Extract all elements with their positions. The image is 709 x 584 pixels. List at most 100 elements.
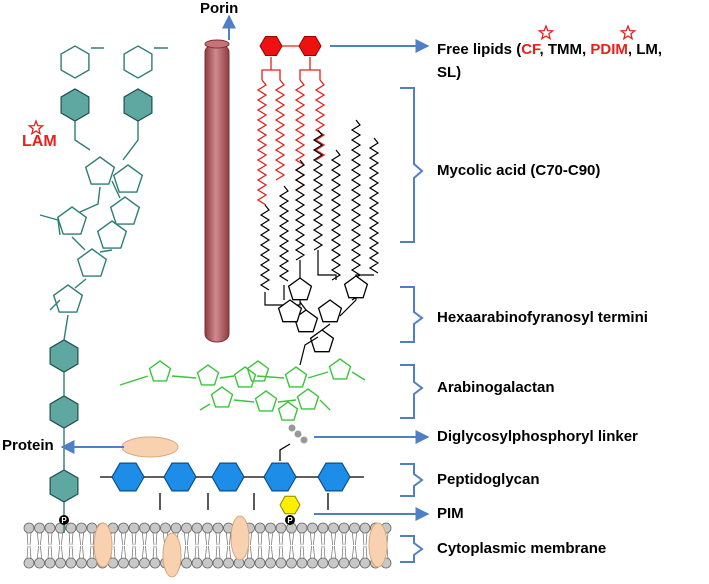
lipid-head-top bbox=[23, 522, 35, 534]
lipid-tail bbox=[205, 532, 210, 559]
free-lipid-tail bbox=[314, 79, 326, 161]
mycolic-tail bbox=[368, 137, 380, 274]
phosphate-label: P bbox=[61, 516, 67, 525]
lipid-tail bbox=[257, 532, 263, 559]
lipid-tail bbox=[26, 532, 32, 559]
lipid-tail bbox=[352, 532, 357, 559]
lipid-tail bbox=[152, 532, 158, 559]
lipid-head-bottom bbox=[244, 557, 255, 569]
lipid-tail bbox=[121, 532, 126, 559]
lipid-tail bbox=[341, 532, 347, 559]
lipid-head-top bbox=[349, 522, 360, 534]
arabinose-termini-icon bbox=[277, 299, 303, 323]
cytoplasmic-membrane bbox=[23, 515, 392, 578]
galactan-sugar bbox=[296, 388, 320, 410]
lipid-head-bottom bbox=[86, 557, 98, 569]
peptidoglycan-bracket bbox=[400, 463, 424, 497]
protein-blob bbox=[121, 436, 179, 458]
peptidoglycan-label: Peptidoglycan bbox=[437, 471, 540, 488]
pim-sugar bbox=[279, 495, 301, 515]
free-lipid-sugar bbox=[298, 36, 322, 56]
porin-channel bbox=[204, 39, 230, 343]
peptidoglycan-sugar bbox=[111, 462, 145, 492]
lipid-head-top bbox=[359, 522, 371, 534]
hexaarabinofuranosyl-termini bbox=[277, 275, 369, 366]
membrane-protein bbox=[162, 532, 182, 578]
lipid-head-top bbox=[34, 522, 45, 534]
lipid-tail bbox=[194, 532, 200, 559]
lipid-head-top bbox=[65, 522, 77, 534]
free-lipid-linker bbox=[261, 45, 321, 80]
free-lipids-structure bbox=[256, 36, 326, 206]
lipid-head-top bbox=[202, 522, 213, 534]
lipid-head-top bbox=[128, 522, 140, 534]
termini-bond bbox=[299, 299, 357, 366]
peptidoglycan-sugar bbox=[163, 462, 197, 492]
galactan-sugar bbox=[277, 401, 299, 421]
lipid-head-bottom bbox=[275, 557, 287, 569]
lipid-head-bottom bbox=[349, 557, 360, 569]
free-lipids-sep2: , LM, bbox=[627, 41, 663, 58]
lipid-head-bottom bbox=[328, 557, 339, 569]
arabinogalactan-label: Arabinogalactan bbox=[437, 379, 555, 396]
lipid-tail bbox=[268, 532, 273, 559]
phosphate-label: P bbox=[287, 516, 293, 525]
lipid-head-bottom bbox=[307, 557, 318, 569]
mycolic-tail bbox=[278, 185, 290, 282]
lipid-tail bbox=[68, 532, 74, 559]
lam-arabinose bbox=[76, 248, 108, 277]
pdim-label: PDIM bbox=[590, 41, 628, 58]
membrane-protein bbox=[230, 515, 250, 561]
galactan-sugar bbox=[328, 358, 352, 380]
lam-bond bbox=[71, 236, 113, 289]
galactan-sugar bbox=[284, 366, 308, 388]
lipid-head-bottom bbox=[44, 557, 56, 569]
lam-bond bbox=[79, 180, 121, 213]
lam-hexose bbox=[123, 88, 153, 122]
lipid-head-top bbox=[307, 522, 318, 534]
protein-label: Protein bbox=[2, 437, 54, 454]
lipid-head-top bbox=[170, 522, 182, 534]
galactan-sugar bbox=[254, 390, 278, 412]
lipid-tail bbox=[320, 532, 326, 559]
hexa-label: Hexaarabinofyranosyl termini bbox=[437, 309, 648, 326]
lipid-tail bbox=[278, 532, 284, 559]
peptidoglycan-sugar bbox=[263, 462, 297, 492]
peptidoglycan-sugar bbox=[211, 462, 245, 492]
lipid-tail bbox=[37, 532, 42, 559]
lipid-head-bottom bbox=[296, 557, 308, 569]
peptide-stem bbox=[159, 443, 329, 510]
lipid-head-bottom bbox=[23, 557, 35, 569]
mycolic-acid-label: Mycolic acid (C70-C90) bbox=[437, 162, 601, 179]
cf-star-icon bbox=[537, 24, 555, 41]
mycolic-tail bbox=[350, 119, 362, 301]
lam-arabinose bbox=[112, 164, 144, 193]
lipid-tail bbox=[215, 532, 221, 559]
mycolic-acid-bracket bbox=[400, 87, 424, 243]
lam-hexose bbox=[60, 88, 90, 122]
lipid-head-top bbox=[44, 522, 56, 534]
mycolic-tail bbox=[330, 149, 342, 281]
lipid-head-top bbox=[76, 522, 87, 534]
lipid-tail bbox=[299, 532, 305, 559]
lipid-head-top bbox=[317, 522, 329, 534]
mycolic-tail bbox=[259, 204, 271, 291]
phosphate-icon bbox=[59, 515, 69, 525]
free-lipid-tail bbox=[294, 79, 306, 191]
lipid-head-top bbox=[254, 522, 266, 534]
arabinose-termini-icon bbox=[317, 299, 343, 323]
lipid-head-top bbox=[212, 522, 224, 534]
arabinose-termini-icon bbox=[287, 277, 313, 301]
galactan-sugar bbox=[210, 386, 234, 408]
lipid-head-top bbox=[191, 522, 203, 534]
free-lipids-label: Free lipids (CF, TMM, PDIM, LM, SL) bbox=[437, 38, 662, 84]
lipid-head-bottom bbox=[223, 557, 234, 569]
peptidoglycan-structure: P bbox=[100, 443, 364, 525]
lipid-head-bottom bbox=[55, 557, 66, 569]
lipid-head-bottom bbox=[317, 557, 329, 569]
lipid-tail bbox=[142, 532, 147, 559]
lipid-head-bottom bbox=[359, 557, 371, 569]
lam-bond bbox=[63, 314, 69, 515]
lipid-head-bottom bbox=[212, 557, 224, 569]
